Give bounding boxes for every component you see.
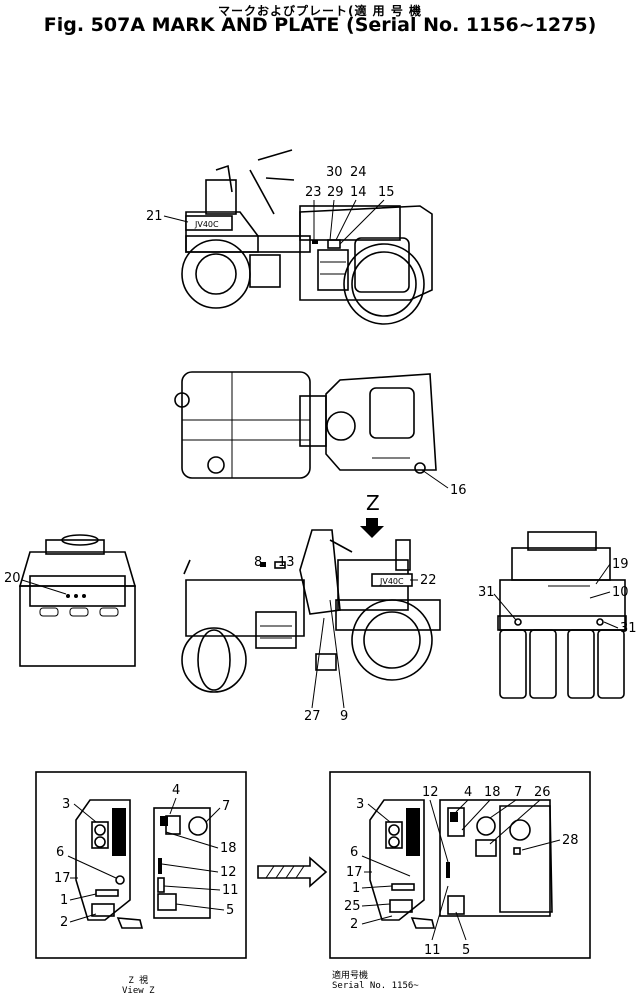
callout-31-right: 31 — [620, 621, 637, 636]
serial-caption: 適用号機 Serial No. 1156~ — [332, 971, 419, 991]
front-view — [18, 534, 137, 667]
rear-view — [497, 531, 627, 699]
callout-22: 22 — [420, 573, 437, 588]
z-callout-11: 11 — [222, 883, 239, 898]
z-callout-5: 5 — [226, 903, 234, 918]
z-callout-18: 18 — [220, 841, 237, 856]
z-callout-3: 3 — [62, 797, 70, 812]
callout-20: 20 — [4, 571, 21, 586]
callout-23: 23 — [305, 185, 322, 200]
s-callout-5: 5 — [462, 943, 470, 958]
title-japanese: マークおよびプレート(適 用 号 機 — [217, 4, 423, 18]
callout-9: 9 — [340, 709, 348, 724]
s-callout-18: 18 — [484, 785, 501, 800]
view-z-marker: Z — [366, 491, 380, 515]
s-callout-3: 3 — [356, 797, 364, 812]
view-z-arrow — [360, 518, 384, 538]
s-callout-25: 25 — [344, 899, 361, 914]
serial-caption-en: Serial No. 1156~ — [332, 981, 419, 991]
callout-15: 15 — [378, 185, 395, 200]
callout-30: 30 — [326, 165, 343, 180]
side-view-top: JV40C — [181, 149, 433, 325]
callout-24: 24 — [350, 165, 367, 180]
callout-31-left: 31 — [478, 585, 495, 600]
transition-arrow — [257, 856, 328, 888]
callout-14: 14 — [350, 185, 367, 200]
machine-badge-middle: JV40C — [379, 577, 404, 586]
figure-title: Fig. 507A MARK AND PLATE (Serial No. 115… — [43, 14, 597, 36]
callout-10: 10 — [612, 585, 629, 600]
callout-21: 21 — [146, 209, 163, 224]
callout-19: 19 — [612, 557, 629, 572]
side-view-middle: JV40C — [181, 529, 441, 693]
s-callout-11: 11 — [424, 943, 441, 958]
callout-16: 16 — [450, 483, 467, 498]
s-callout-26: 26 — [534, 785, 551, 800]
callout-27: 27 — [304, 709, 321, 724]
z-callout-12: 12 — [220, 865, 237, 880]
callout-29: 29 — [327, 185, 344, 200]
s-callout-12: 12 — [422, 785, 439, 800]
z-callout-17: 17 — [54, 871, 71, 886]
s-callout-2: 2 — [350, 917, 358, 932]
z-callout-1: 1 — [60, 893, 68, 908]
serial-caption-jp: 適用号機 — [332, 971, 369, 981]
z-callout-4: 4 — [172, 783, 180, 798]
callout-13: 13 — [278, 555, 295, 570]
s-callout-1: 1 — [352, 881, 360, 896]
z-callout-7: 7 — [222, 799, 230, 814]
machine-badge-side: JV40C — [194, 220, 219, 229]
s-callout-6: 6 — [350, 845, 358, 860]
z-callout-6: 6 — [56, 845, 64, 860]
view-z-caption: Z 視 View Z — [122, 976, 155, 996]
callout-8: 8 — [254, 555, 262, 570]
s-callout-7: 7 — [514, 785, 522, 800]
s-callout-28: 28 — [562, 833, 579, 848]
top-view — [174, 371, 437, 479]
z-callout-2: 2 — [60, 915, 68, 930]
view-z-panel — [35, 771, 247, 959]
view-z-caption-jp: Z 視 — [128, 976, 149, 986]
s-callout-4: 4 — [464, 785, 472, 800]
view-z-caption-en: View Z — [122, 986, 155, 996]
s-callout-17: 17 — [346, 865, 363, 880]
serial-panel — [329, 771, 591, 959]
